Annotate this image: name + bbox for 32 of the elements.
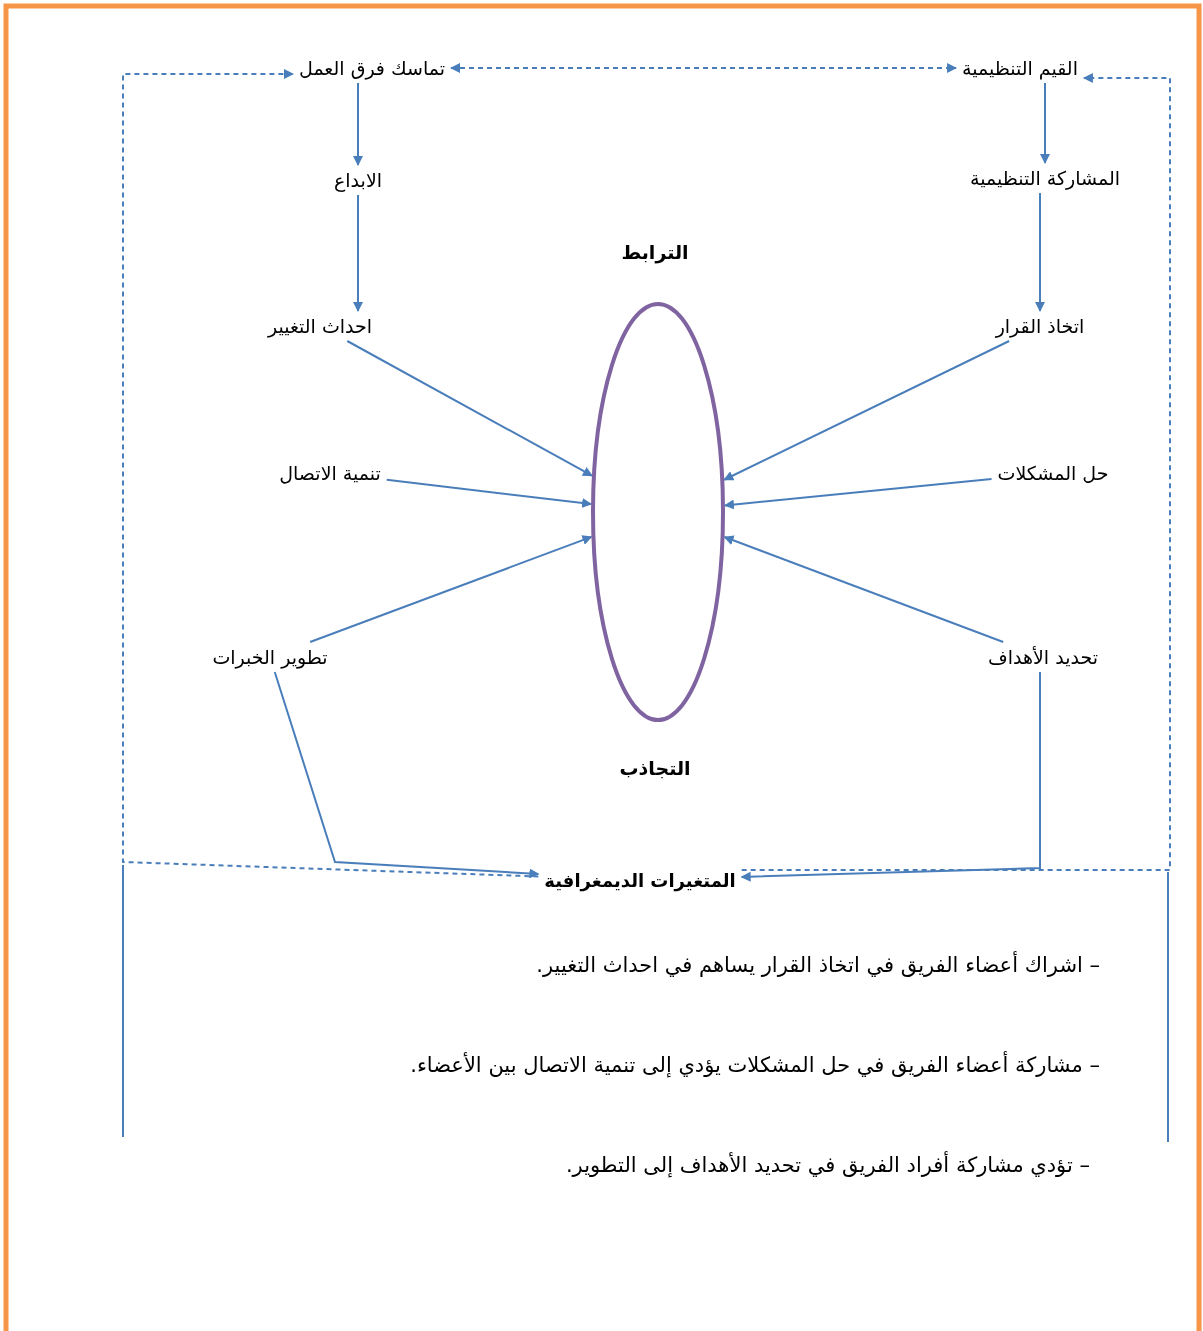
concept-label: احداث التغيير: [264, 314, 376, 338]
arrow: [385, 478, 593, 508]
axis-label: التجاذب: [619, 757, 691, 779]
arrow: [353, 194, 363, 312]
concept-label: تطوير الخبرات: [209, 645, 331, 669]
concept-label: الابداع: [331, 168, 385, 192]
arrow: [353, 82, 363, 166]
concept-label: تنمية الاتصال: [276, 461, 384, 485]
concept-label: تماسك فرق العمل: [296, 56, 448, 80]
note-text: – اشراك أعضاء الفريق في اتخاذ القرار يساهم في احداث التغيير.: [536, 953, 1100, 977]
concept-label: حل المشكلات: [994, 461, 1112, 485]
heading-text: المتغيرات الديمغرافية: [541, 868, 739, 892]
concept-label: المشاركة التنظيمية: [967, 166, 1123, 190]
note-text: – تؤدي مشاركة أفراد الفريق في تحديد الأهداف إلى التطوير.: [565, 1153, 1090, 1177]
arrow: [346, 340, 593, 477]
arrow: [1040, 82, 1050, 164]
note-text: – مشاركة أعضاء الفريق في حل المشكلات يؤدي إلى تنمية الاتصال بين الأعضاء.: [410, 1053, 1100, 1077]
concept-label: القيم التنظيمية: [959, 56, 1081, 80]
dashed-arrow: [122, 69, 540, 878]
axis-label: الترابط: [621, 241, 689, 263]
dashed-arrow: [740, 73, 1171, 871]
dashed-arrow: [450, 63, 958, 73]
arrow: [723, 340, 1011, 481]
arrow: [723, 478, 993, 510]
arrow: [273, 671, 540, 879]
arrow: [740, 671, 1041, 882]
concept-label: تحديد الأهداف: [985, 645, 1101, 669]
concept-label: اتخاذ القرار: [992, 314, 1088, 338]
arrow: [309, 535, 593, 643]
ellipse-shape: [590, 301, 726, 723]
arrow: [1035, 192, 1045, 312]
arrow: [723, 535, 1005, 643]
